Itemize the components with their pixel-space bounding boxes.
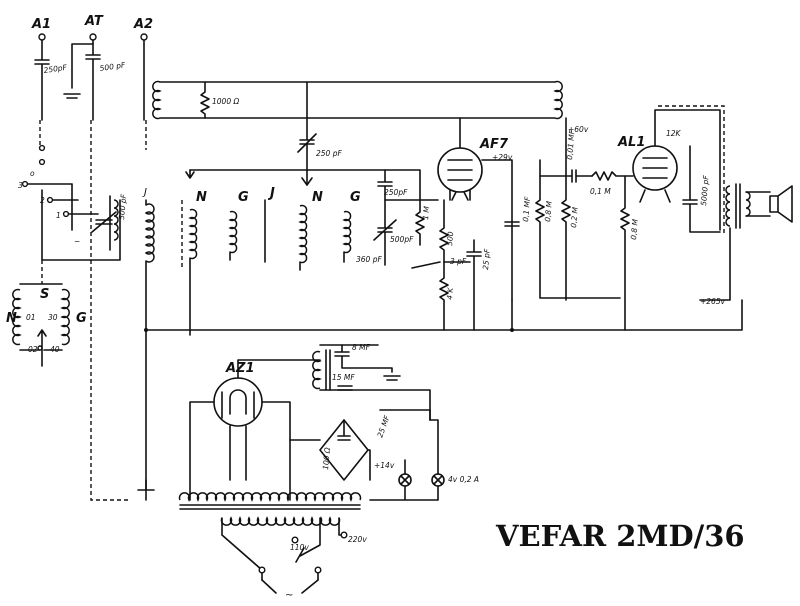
coil-j-top: J — [142, 187, 147, 198]
cap-5000pf-label: 5000 pF — [699, 174, 711, 206]
cap-01mf-label: 0,1 MF — [521, 196, 532, 222]
terminal-a2-label: A2 — [133, 17, 153, 32]
terminal-at-label: AT — [84, 14, 104, 29]
coil-n2-label: N — [312, 190, 323, 205]
rotary-selector: S N G 01 02 30 40 — [6, 260, 87, 367]
power-supply: 8 MF 15 MF AZ1 25 MF 100 Ω +14v 4v 0,2 A — [137, 343, 479, 601]
svg-text:o: o — [30, 169, 35, 178]
rf-coil-bank: 1000 Ω 250 pF N G J N G — [152, 80, 563, 331]
coil-g-label: G — [238, 190, 249, 205]
lamp-spec-label: 4v 0,2 A — [448, 475, 479, 484]
plus-60v-label: +60v — [568, 125, 589, 134]
cap-500pf-label: 500 pF — [99, 60, 126, 73]
speaker-icon — [769, 185, 793, 223]
selector-01: 01 — [26, 313, 36, 322]
selector-s-label: S — [40, 287, 49, 302]
al1-stage: AL1 12K 0,01 MF 0,1 M 0,8 M 5000 pF +265… — [539, 105, 793, 331]
cap-250pf-mid-label: 250 pF — [316, 149, 342, 158]
cap-15mf-label: 15 MF — [332, 373, 355, 382]
v220-label: 220v — [348, 535, 367, 544]
plus-14v-label: +14v — [374, 461, 395, 470]
r-500-label: 500 — [445, 231, 455, 246]
coil-n-label: N — [196, 190, 207, 205]
r-02m-label: 0,2 M — [569, 206, 580, 228]
cap-500pf-var-label: 500pF — [390, 235, 414, 244]
schematic-title: VEFAR 2MD/36 — [495, 519, 745, 553]
af7-stage: AF7 +29v 250pF 500pF 360 pF 1 M 500 3 pF… — [356, 117, 621, 331]
cap-25pf-label: 25 pF — [481, 248, 492, 270]
r-100-label: 100 Ω — [321, 447, 332, 470]
plus-29v-label: +29v — [492, 153, 513, 162]
terminal-a1-label: A1 — [31, 17, 51, 32]
r-1m-label: 1 M — [421, 205, 431, 220]
r-01m-label: 0,1 M — [590, 187, 611, 196]
r-08m-label: 0,8 M — [543, 200, 554, 222]
antenna-terminal-a2 — [140, 33, 148, 41]
waveband-switch: 3 2 1 500 pF − J — [18, 180, 155, 501]
coil-j-label: J — [267, 186, 275, 201]
cap-001mf-label: 0,01 MF — [565, 129, 577, 160]
cap-360pf-label: 360 pF — [356, 255, 382, 264]
svg-text:1: 1 — [56, 211, 61, 220]
ac-mains-label: ~ — [285, 590, 293, 601]
selector-g-label: G — [76, 311, 87, 326]
r-12k-label: 12K — [666, 129, 682, 138]
selector-n-label: N — [6, 311, 17, 326]
al1-label: AL1 — [617, 135, 645, 150]
antenna-terminal-a1 — [38, 33, 46, 41]
cap-250pf-label: 250pF — [43, 63, 68, 75]
antenna-terminal-at — [89, 33, 97, 41]
r-08m-b-label: 0,8 M — [629, 218, 640, 240]
switch-minus: − — [74, 237, 80, 246]
r-4k-label: 4 K — [445, 286, 455, 300]
cap-500pf-2-label: 500 pF — [117, 193, 128, 220]
svg-text:3: 3 — [18, 181, 23, 190]
cap-25mf-label: 25 MF — [375, 414, 391, 439]
plus-265v-label: +265v — [700, 297, 726, 306]
selector-30: 30 — [48, 313, 58, 322]
ht-rail — [144, 299, 743, 336]
coil-g2-label: G — [350, 190, 361, 205]
az1-label: AZ1 — [225, 361, 255, 376]
af7-label: AF7 — [479, 137, 509, 152]
svg-text:2: 2 — [40, 196, 45, 205]
cap-3pf-label: 3 pF — [450, 257, 467, 266]
v110-label: 110v — [290, 543, 309, 552]
cap-250pf-grid-label: 250pF — [384, 188, 408, 197]
cap-8mf-label: 8 MF — [352, 343, 371, 352]
antenna-section: A1 AT A2 250pF 500 pF o — [30, 14, 153, 501]
r-1000-label: 1000 Ω — [212, 97, 239, 106]
